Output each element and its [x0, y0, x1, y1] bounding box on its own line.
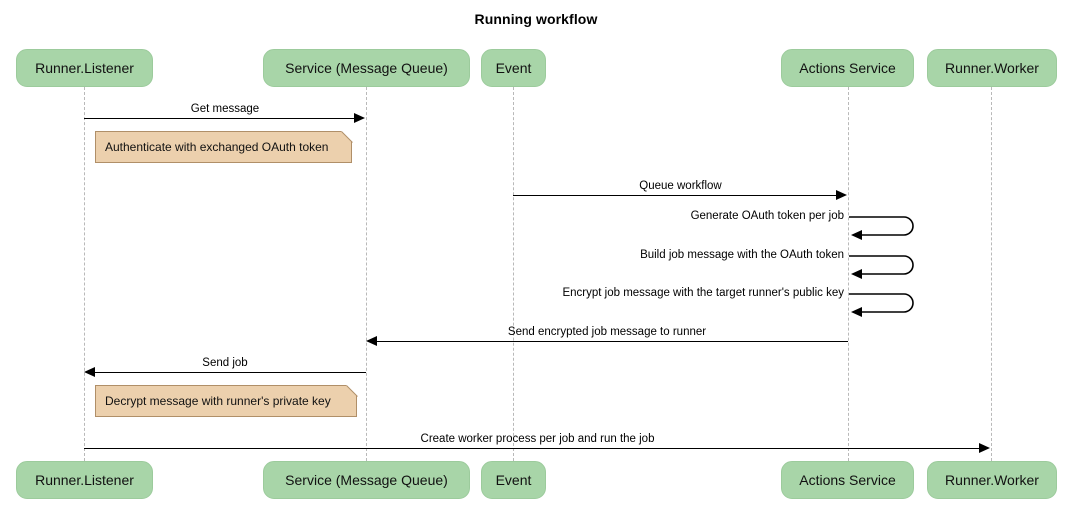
message-label-send-job: Send job [202, 357, 248, 369]
page-title: Running workflow [474, 11, 598, 27]
self-loop-generate-oauth-token-per-job [848, 210, 928, 246]
message-label-build-job-message-with-the-oauth-token: Build job message with the OAuth token [640, 249, 844, 261]
participant-label: Runner.Listener [35, 472, 134, 488]
arrowhead-create-worker-process-per-job-and-run-the-job [979, 443, 990, 453]
message-line-send-job [95, 372, 366, 373]
participant-label: Event [495, 472, 532, 488]
note-decrypt-message-with-runners-private-key: Decrypt message with runner's private ke… [95, 385, 358, 417]
note-fold-icon [341, 131, 352, 142]
participant-runner-listener-footer[interactable]: Runner.Listener [16, 461, 153, 499]
participant-label: Runner.Worker [945, 472, 1039, 488]
arrowhead-send-job [84, 367, 95, 377]
arrowhead-queue-workflow [836, 190, 847, 200]
participant-service-message-queue-header[interactable]: Service (Message Queue) [263, 49, 470, 87]
note-label: Decrypt message with runner's private ke… [105, 394, 331, 408]
arrowhead-send-encrypted-job-message-to-runner [366, 336, 377, 346]
participant-label: Actions Service [799, 472, 896, 488]
participant-event-footer[interactable]: Event [481, 461, 546, 499]
participant-runner-worker-footer[interactable]: Runner.Worker [927, 461, 1057, 499]
self-loop-build-job-message-with-the-oauth-token [848, 249, 928, 285]
participant-label: Actions Service [799, 60, 896, 76]
participant-event-header[interactable]: Event [481, 49, 546, 87]
message-line-send-encrypted-job-message-to-runner [377, 341, 848, 342]
participant-runner-worker-header[interactable]: Runner.Worker [927, 49, 1057, 87]
lifeline-runner-worker [991, 87, 992, 461]
lifeline-service-message-queue [366, 87, 367, 461]
participant-runner-listener-header[interactable]: Runner.Listener [16, 49, 153, 87]
participant-actions-service-header[interactable]: Actions Service [781, 49, 914, 87]
participant-service-message-queue-footer[interactable]: Service (Message Queue) [263, 461, 470, 499]
message-label-encrypt-job-message-with-the-target-runners-public-key: Encrypt job message with the target runn… [562, 287, 844, 299]
message-line-queue-workflow [513, 195, 837, 196]
lifeline-runner-listener [84, 87, 85, 461]
lifeline-actions-service [848, 87, 849, 461]
participant-label: Event [495, 60, 532, 76]
message-label-send-encrypted-job-message-to-runner: Send encrypted job message to runner [507, 326, 707, 338]
lifeline-event [513, 87, 514, 461]
note-fold-icon [346, 385, 357, 396]
participant-label: Service (Message Queue) [285, 472, 448, 488]
participant-label: Runner.Listener [35, 60, 134, 76]
arrowhead-get-message [354, 113, 365, 123]
message-line-create-worker-process-per-job-and-run-the-job [84, 448, 980, 449]
message-line-get-message [84, 118, 355, 119]
message-label-create-worker-process-per-job-and-run-the-job: Create worker process per job and run th… [420, 433, 655, 445]
note-authenticate-with-exchanged-oauth-token: Authenticate with exchanged OAuth token [95, 131, 353, 163]
message-label-queue-workflow: Queue workflow [639, 180, 722, 192]
message-label-get-message: Get message [190, 103, 260, 115]
self-loop-encrypt-job-message-with-the-target-runners-public-key [848, 287, 928, 323]
participant-label: Service (Message Queue) [285, 60, 448, 76]
note-label: Authenticate with exchanged OAuth token [105, 140, 329, 154]
participant-label: Runner.Worker [945, 60, 1039, 76]
participant-actions-service-footer[interactable]: Actions Service [781, 461, 914, 499]
message-label-generate-oauth-token-per-job: Generate OAuth token per job [690, 210, 844, 222]
